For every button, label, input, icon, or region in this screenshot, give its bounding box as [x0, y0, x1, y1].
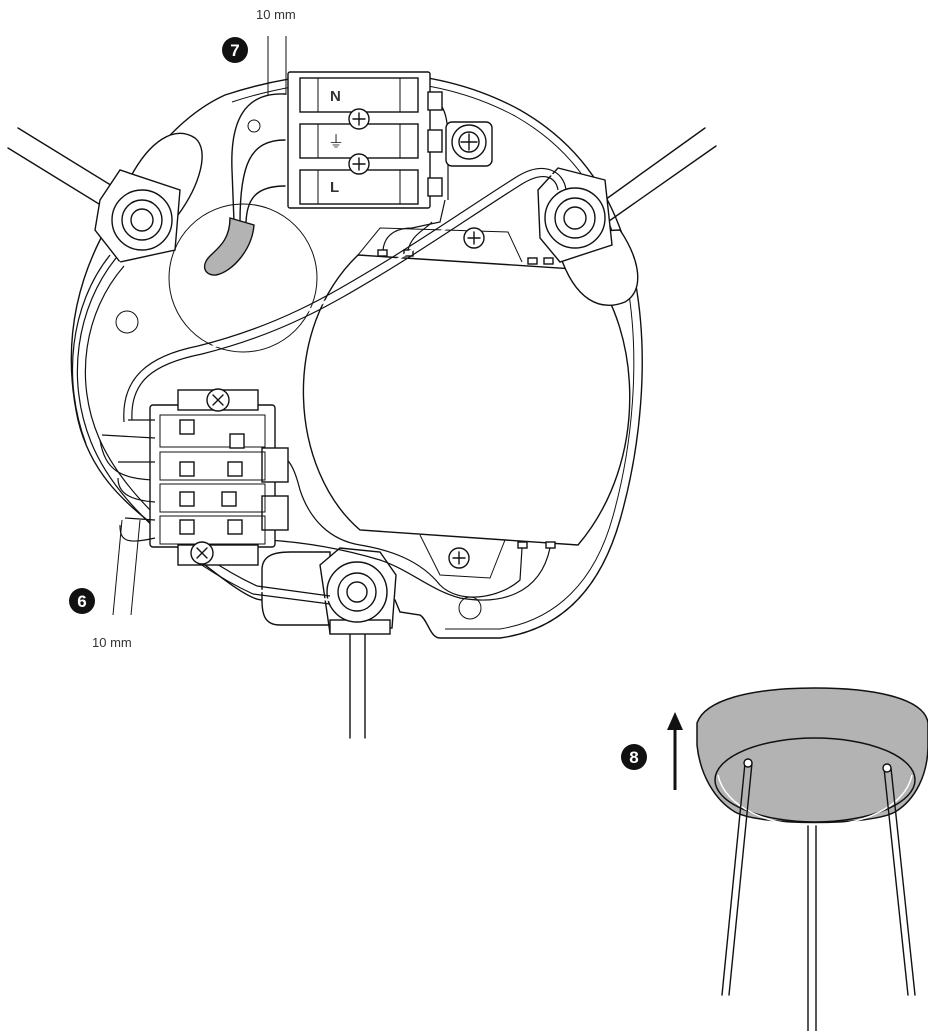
- svg-text:7: 7: [230, 41, 239, 60]
- earth-screw: [445, 121, 493, 167]
- terminal-screw: [348, 108, 370, 130]
- mains-terminal-block: N ⏚ L: [287, 71, 443, 209]
- cable-gland-left: [94, 132, 203, 263]
- canopy-suspension-wires: [721, 758, 916, 1031]
- terminal-mark-earth: ⏚: [328, 133, 344, 151]
- cable-recess: [168, 203, 318, 353]
- block-screw: [206, 388, 230, 412]
- terminal-mark-neutral: N: [330, 88, 341, 105]
- terminal-screw: [348, 153, 370, 175]
- arrow-up-icon: [667, 712, 683, 790]
- measure-label-bottom: 10 mm: [92, 635, 132, 650]
- step-marker-7: 7: [222, 37, 248, 63]
- svg-text:8: 8: [629, 748, 638, 767]
- mains-feed-wires: [203, 93, 286, 276]
- mounting-hole: [115, 310, 139, 334]
- step-marker-8: 8: [621, 744, 647, 770]
- measure-mark-bottom: [112, 519, 141, 616]
- measure-label-top: 10 mm: [256, 7, 296, 22]
- driver-module: [302, 254, 631, 546]
- cable-gland-right: [537, 167, 639, 306]
- cable-gland-bottom: [261, 547, 397, 635]
- module-screw-bottom: [448, 547, 470, 569]
- step-marker-6: 6: [69, 588, 95, 614]
- module-screw-top: [463, 227, 485, 249]
- lamp-wire-ends: [101, 419, 156, 542]
- svg-text:6: 6: [77, 592, 86, 611]
- terminal-mark-live: L: [330, 179, 339, 196]
- block-screw: [190, 541, 214, 565]
- mounting-hole: [247, 119, 261, 133]
- canopy: [696, 687, 928, 827]
- measure-mark-top: [267, 36, 287, 95]
- wire-bundle-top: [123, 167, 567, 423]
- lamp-terminal-block: [149, 388, 289, 566]
